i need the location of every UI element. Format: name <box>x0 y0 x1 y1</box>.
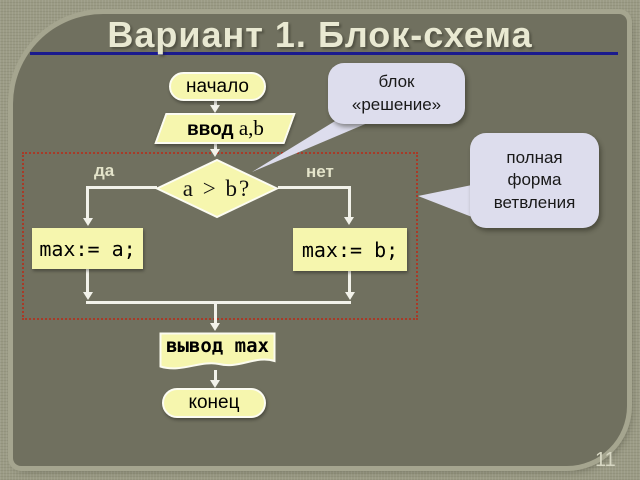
no-branch-label: нет <box>306 162 334 181</box>
arrowhead-left-join <box>83 292 93 300</box>
slide-title: Вариант 1. Блок-схема <box>107 14 533 55</box>
assign-right-label: max:= b; <box>301 237 399 262</box>
connector-start-input <box>214 100 217 106</box>
flowchart-output-node: вывод max <box>159 332 276 373</box>
arrowhead-no-branch <box>344 217 354 225</box>
output-label: вывод max <box>166 335 269 357</box>
assign-left-label: max:= a; <box>39 236 136 261</box>
connector-output-end <box>214 370 217 381</box>
end-label: конец <box>188 392 240 413</box>
title-underline <box>30 52 618 55</box>
branching-highlight-box <box>22 152 418 320</box>
branching-callout-tail <box>418 185 472 217</box>
arrowhead-start-input <box>210 105 220 113</box>
flowchart-assign-right-node: max:= b; <box>293 228 407 271</box>
connector-yes-vertical <box>86 186 89 219</box>
arrowhead-yes-branch <box>83 218 93 226</box>
start-label: начало <box>186 75 249 97</box>
arrowhead-join-output <box>210 323 220 331</box>
connector-right-down <box>348 271 351 293</box>
arrowhead-right-join <box>345 292 355 300</box>
decision-callout: блок «решение» <box>328 63 465 124</box>
input-keyword: ввод <box>186 119 234 140</box>
decision-callout-line2: «решение» <box>351 94 442 114</box>
decision-callout-tail <box>252 118 370 172</box>
flowchart-decision-node: a > b? <box>154 158 280 219</box>
flowchart-start-node: начало <box>169 72 266 101</box>
flowchart-assign-left-node: max:= a; <box>32 228 143 269</box>
arrowhead-input-decision <box>210 149 220 157</box>
branching-callout-line3: ветвления <box>493 192 576 212</box>
connector-no-vertical <box>348 186 351 218</box>
yes-branch-label: да <box>94 161 115 180</box>
connector-yes-horizontal <box>86 186 157 189</box>
decision-diamond-shape <box>154 158 280 219</box>
decision-label: a > b? <box>182 175 252 201</box>
arrowhead-output-end <box>210 380 220 388</box>
flowchart-end-node: конец <box>162 388 266 418</box>
connector-input-decision <box>214 144 217 150</box>
branching-callout-line1: полная <box>506 148 563 168</box>
connector-left-down <box>86 269 89 293</box>
connector-no-horizontal <box>278 186 351 189</box>
output-document-shape <box>159 332 276 370</box>
branching-callout: полная форма ветвления <box>470 133 599 228</box>
connector-join-horizontal <box>86 301 351 304</box>
page-number: 11 <box>595 449 616 471</box>
branching-callout-line2: форма <box>507 170 562 190</box>
connector-join-output <box>214 304 217 324</box>
decision-callout-line1: блок <box>378 72 415 92</box>
